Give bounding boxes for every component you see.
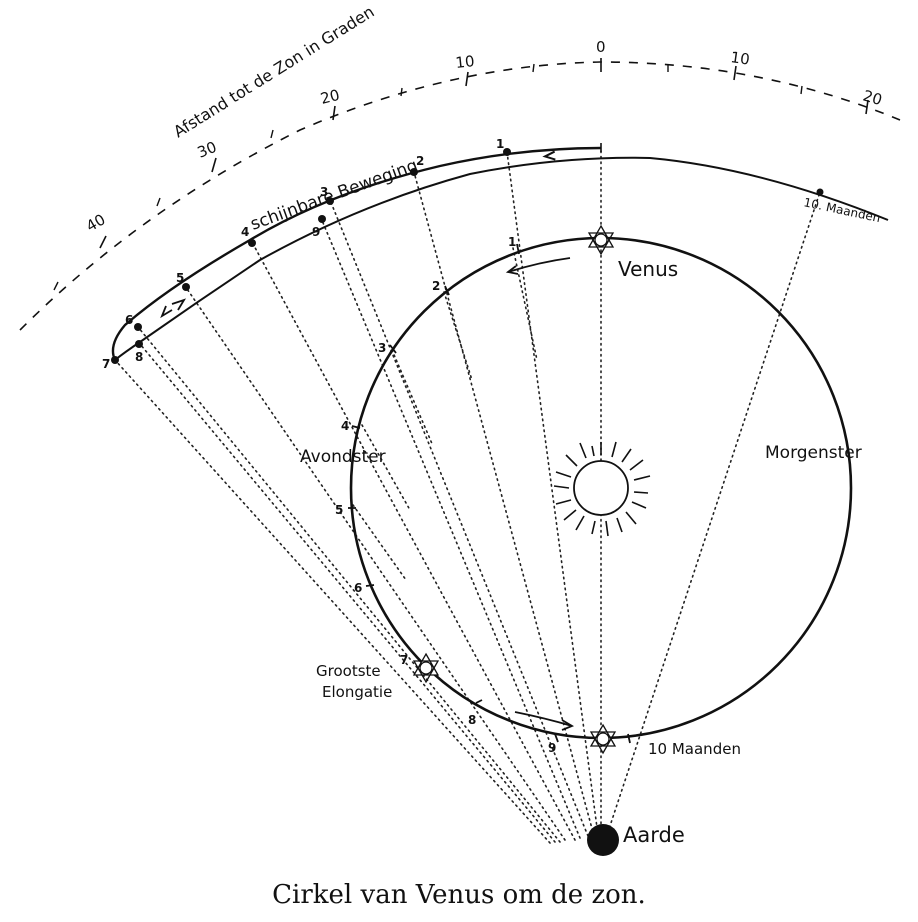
tick-label-10-right: 10: [729, 48, 750, 68]
orbit-point-6: 6: [354, 581, 362, 595]
venus-top-icon: [587, 224, 615, 256]
elongation-label-line2: Elongatie: [322, 683, 392, 701]
morning-star-label: Morgenster: [765, 443, 862, 463]
venus-elongation-icon: [412, 652, 440, 684]
ten-months-label: 10 Maanden: [648, 740, 741, 758]
path-point-1: 1: [496, 137, 504, 151]
orbit-point-4: 4: [341, 419, 349, 433]
elongation-label-line1: Grootste: [316, 662, 381, 680]
orbit-arrow-bottom-icon: [514, 711, 573, 727]
orbit-arrow-top-icon: [507, 257, 571, 273]
orbit-point-9: 9: [548, 741, 556, 755]
path-point-8: 8: [135, 350, 143, 364]
path-point-6: 6: [125, 313, 133, 327]
orbit-point-5: 5: [335, 503, 343, 517]
path-point-2: 2: [416, 154, 424, 168]
orbit-points: 1 2 3 4 5 6 7 8 9: [335, 235, 631, 755]
path-point-4: 4: [241, 225, 249, 239]
orbit-point-7: 7: [400, 653, 408, 667]
sight-lines: [114, 147, 821, 844]
scale-title: Afstand tot de Zon in Graden: [170, 2, 378, 142]
orbit-point-3: 3: [378, 341, 386, 355]
tick-label-0: 0: [596, 38, 606, 56]
tick-label-40: 40: [83, 210, 109, 235]
tick-label-30: 30: [195, 138, 219, 162]
orbit-point-2: 2: [432, 279, 440, 293]
venus-label: Venus: [618, 257, 678, 281]
tick-label-20-right: 20: [861, 87, 884, 110]
path-point-7: 7: [102, 357, 110, 371]
earth-label: Aarde: [623, 823, 685, 847]
path-point-3: 3: [320, 185, 328, 199]
tick-label-10-left: 10: [455, 52, 476, 72]
path-point-9: 9: [312, 225, 320, 239]
orbit-point-8: 8: [468, 713, 476, 727]
tick-label-20: 20: [319, 86, 342, 108]
sun-icon: [553, 441, 651, 537]
earth-icon: [587, 824, 619, 856]
figure-caption: Cirkel van Venus om de zon.: [272, 880, 646, 910]
evening-star-label: Avondster: [300, 447, 386, 467]
path-end-label: 10. Maanden: [802, 195, 881, 225]
path-point-5: 5: [176, 271, 184, 285]
orbit-point-1: 1: [508, 235, 516, 249]
venus-bottom-icon: [589, 723, 617, 755]
